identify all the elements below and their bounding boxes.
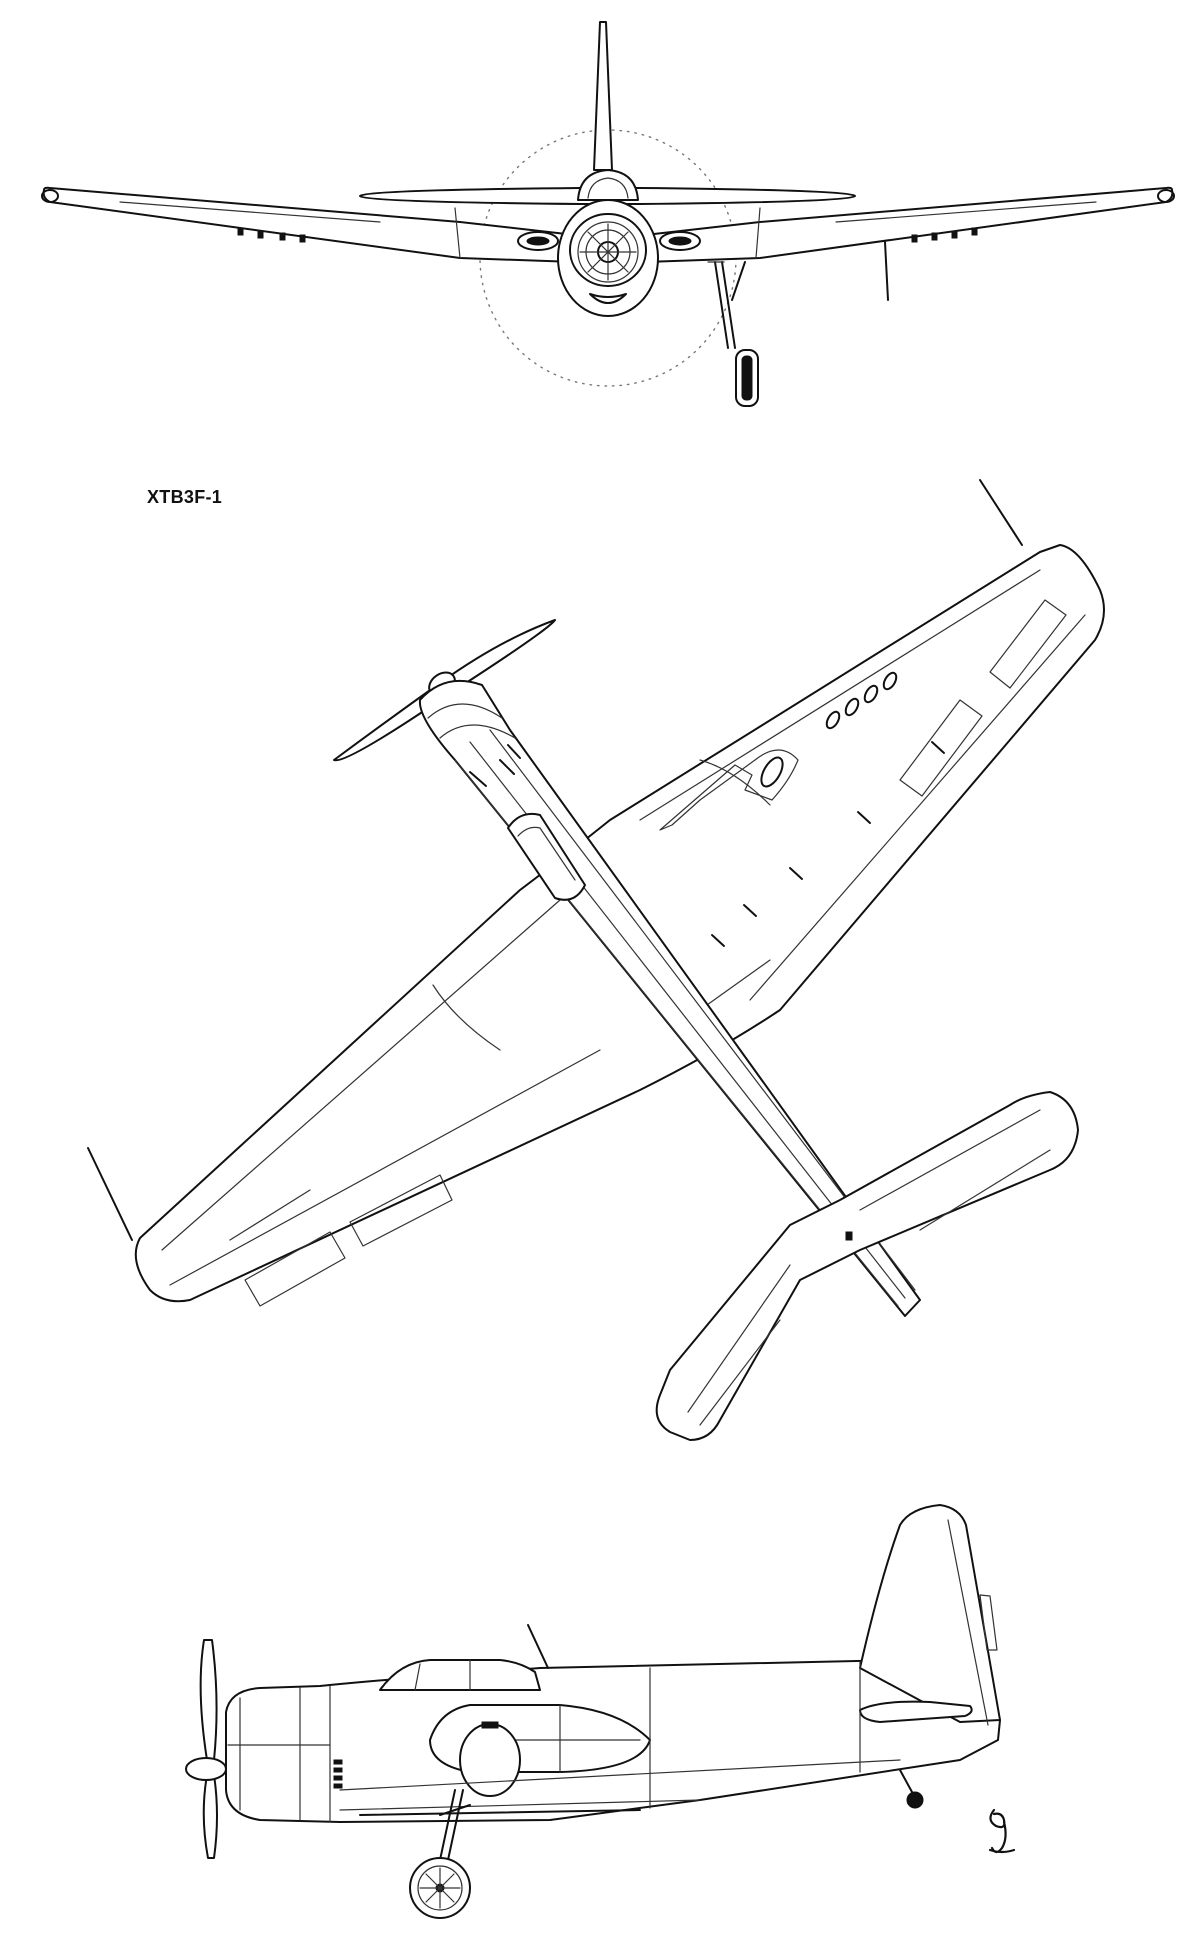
artist-signature xyxy=(988,1808,1016,1854)
top-canopy xyxy=(507,812,586,901)
side-tail-wheel xyxy=(899,1769,924,1809)
front-right-wingtip xyxy=(1157,189,1175,203)
side-spinner xyxy=(185,1757,227,1781)
front-chin-intake xyxy=(589,293,627,304)
front-canopy xyxy=(577,169,639,201)
top-gun-ports xyxy=(825,671,898,730)
side-bomb-bay xyxy=(359,1809,641,1816)
top-gear-well xyxy=(659,749,799,831)
side-canopy xyxy=(379,1659,541,1691)
side-propeller xyxy=(185,1639,227,1859)
top-horizontal-tail xyxy=(655,1091,1079,1441)
top-right-wingtip-mast xyxy=(979,479,1023,546)
side-antenna xyxy=(527,1624,549,1669)
front-right-main-gear xyxy=(707,261,759,407)
aircraft-designation: XTB3F-1 xyxy=(147,487,223,507)
top-wing-racks xyxy=(711,741,945,947)
side-exhaust xyxy=(333,1759,343,1789)
front-left-wingtip xyxy=(41,189,59,203)
front-right-racks xyxy=(911,227,978,243)
top-right-wing-fold xyxy=(699,759,771,806)
side-wing-pod xyxy=(459,1723,521,1797)
side-horizontal-tail xyxy=(859,1700,973,1723)
front-left-racks xyxy=(237,227,306,243)
front-engine xyxy=(577,221,639,283)
top-wing-panels xyxy=(229,599,1067,1307)
side-vertical-fin xyxy=(859,1504,1001,1723)
top-left-wing-fold xyxy=(432,984,501,1051)
top-left-wingtip-mast xyxy=(87,1147,133,1241)
side-main-gear xyxy=(409,1789,471,1919)
top-tailhook xyxy=(845,1231,853,1241)
front-left-gear-door xyxy=(884,241,889,301)
